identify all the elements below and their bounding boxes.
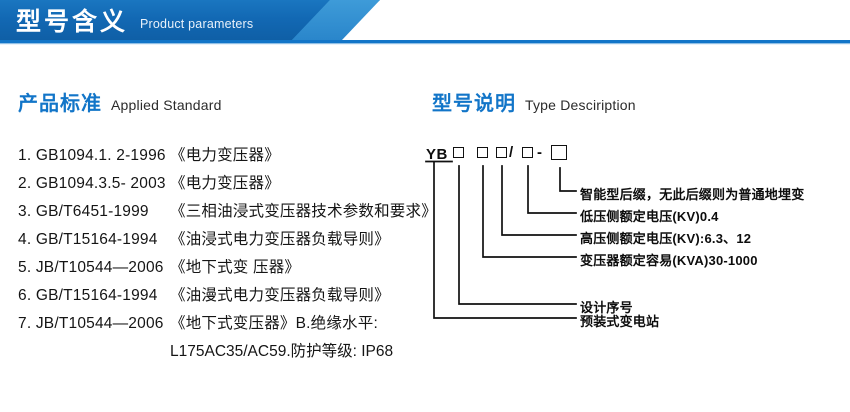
callout-label-design-seq: 设计序号: [580, 300, 633, 315]
callout-label-substation: 预装式变电站: [580, 314, 660, 329]
model-code-box-4: [522, 147, 533, 158]
list-item: 1. GB1094.1. 2-1996《电力变压器》: [18, 143, 438, 171]
standard-name: 《油浸式电力变压器负载导则》: [170, 231, 390, 248]
standards-list: 1. GB1094.1. 2-1996《电力变压器》 2. GB1094.3.5…: [18, 143, 438, 367]
standard-name: 《电力变压器》: [170, 175, 280, 192]
standard-code: 5. JB/T10544—2006: [18, 259, 164, 276]
type-description-heading: 型号说明 Type Desciription: [432, 87, 636, 116]
callout-label-lv-voltage: 低压侧额定电压(KV)0.4: [580, 209, 719, 224]
standard-name: 《电力变压器》: [170, 147, 280, 164]
callout-label-suffix: 智能型后缀，无此后缀则为普通地埋变: [580, 187, 805, 202]
standard-name: 《油漫式电力变压器负载导则》: [170, 287, 390, 304]
callout-label-hv-voltage: 高压侧额定电压(KV):6.3、12: [580, 231, 752, 246]
banner-shape: [0, 0, 850, 45]
applied-standard-heading-cn: 产品标准: [18, 93, 102, 115]
model-code-dash: -: [537, 144, 542, 161]
banner-title: 型号含义: [16, 8, 129, 36]
list-item: 5. JB/T10544—2006 《地下式变 压器》: [18, 255, 438, 283]
standard-code: 1. GB1094.1. 2-1996: [18, 147, 166, 164]
list-item: 7. JB/T10544—2006 《地下式变压器》B.绝缘水平:: [18, 311, 438, 339]
list-item: 2. GB1094.3.5- 2003《电力变压器》: [18, 171, 438, 199]
model-code-slash: /: [509, 144, 514, 161]
standard-continuation-line: L175AC35/AC59.防护等级: IP68: [170, 343, 394, 360]
standard-code: 7. JB/T10544—2006: [18, 315, 164, 332]
standard-code: 6. GB/T15164-1994: [18, 287, 158, 304]
applied-standard-heading-en: Applied Standard: [111, 97, 222, 113]
callout-label-capacity: 变压器额定容易(KVA)30-1000: [580, 253, 758, 268]
leader-lines: [425, 160, 577, 319]
page-banner: 型号含义 Product parameters: [0, 0, 850, 48]
list-item: 3. GB/T6451-1999 《三相油浸式变压器技术参数和要求》: [18, 199, 438, 227]
standard-code: 4. GB/T15164-1994: [18, 231, 158, 248]
model-code-box-5: [551, 145, 567, 160]
model-code-box-1: [453, 147, 464, 158]
model-code-box-3: [496, 147, 507, 158]
type-description-heading-en: Type Desciription: [525, 97, 636, 113]
list-item: 4. GB/T15164-1994 《油浸式电力变压器负载导则》: [18, 227, 438, 255]
type-description-heading-cn: 型号说明: [432, 93, 516, 115]
applied-standard-heading: 产品标准 Applied Standard: [18, 87, 222, 116]
standard-code: 3. GB/T6451-1999: [18, 203, 149, 220]
banner-subtitle: Product parameters: [140, 17, 254, 31]
standard-name: 《三相油浸式变压器技术参数和要求》: [170, 203, 437, 220]
standard-code: 2. GB1094.3.5- 2003: [18, 175, 166, 192]
type-code-diagram: YB / - 智能型后缀，无此后缀则为普通地埋变 低压侧额定电压(KV)0.4 …: [424, 144, 850, 344]
model-code-box-2: [477, 147, 488, 158]
list-item: 6. GB/T15164-1994 《油漫式电力变压器负载导则》: [18, 283, 438, 311]
standard-name: 《地下式变 压器》: [170, 259, 301, 276]
standard-name: 《地下式变压器》B.绝缘水平:: [170, 315, 378, 332]
model-code-prefix: YB: [426, 146, 448, 163]
